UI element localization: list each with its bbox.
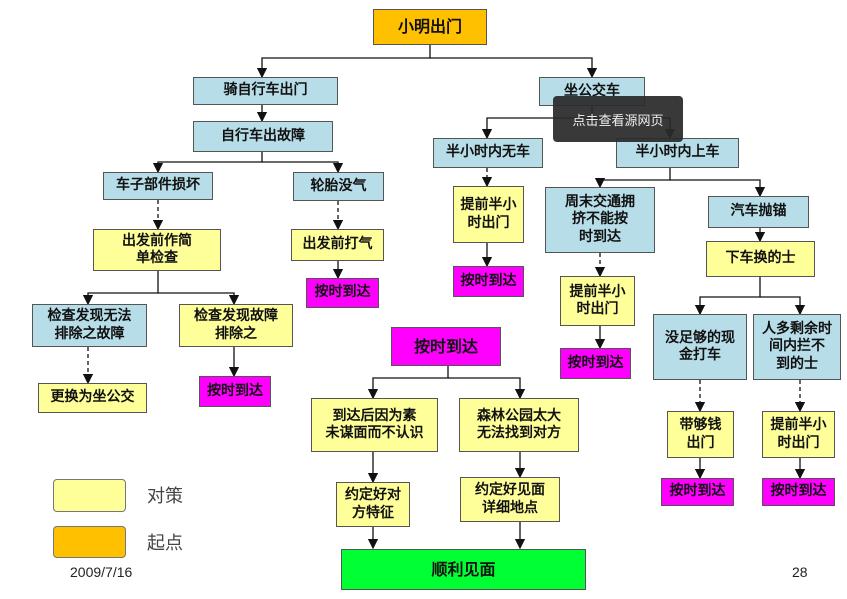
node-park-too-big: 森林公园太大 无法找到对方 <box>459 398 579 452</box>
legend-start-swatch <box>53 526 126 558</box>
node-agree-feature: 约定好对 方特征 <box>336 482 410 527</box>
node-flat-tire: 轮胎没气 <box>293 172 384 201</box>
edge-center-notrec <box>367 366 449 400</box>
node-root: 小明出门 <box>373 9 487 45</box>
footer-page-number: 28 <box>792 564 808 580</box>
node-bus-half-hour: 半小时内上车 <box>616 138 739 168</box>
node-bring-cash: 带够钱 出门 <box>667 411 734 458</box>
node-leave-early-3: 提前半小 时出门 <box>762 411 835 458</box>
node-on-time-3: 按时到达 <box>453 266 524 297</box>
node-success: 顺利见面 <box>341 549 586 590</box>
edge-fault-part <box>152 152 263 174</box>
footer-date: 2009/7/16 <box>70 564 133 580</box>
edge-bus-breakdown <box>670 179 766 198</box>
edge-taxi-cash <box>694 277 761 316</box>
edge-root-bus <box>430 57 598 79</box>
node-bike-fault: 自行车出故障 <box>193 121 333 152</box>
node-on-time-2: 按时到达 <box>306 278 379 308</box>
node-get-taxi: 下车换的士 <box>706 241 815 277</box>
node-simple-check: 出发前作简 单检查 <box>93 229 221 271</box>
edge-bus-weekend <box>594 168 671 189</box>
node-part-damage: 车子部件损坏 <box>103 172 213 200</box>
legend-strategy-swatch <box>53 479 126 512</box>
view-source-tooltip[interactable]: 点击查看源网页 <box>553 96 683 142</box>
node-bus-breakdown: 汽车抛锚 <box>708 196 809 228</box>
edge-check-cannot <box>82 271 159 306</box>
node-bike: 骑自行车出门 <box>193 77 338 105</box>
node-leave-early-1: 提前半小 时出门 <box>453 186 524 243</box>
node-on-time-5: 按时到达 <box>661 478 734 506</box>
node-taxi-busy: 人多剩余时 间内拦不 到的士 <box>753 314 841 380</box>
node-cannot-fix: 检查发现无法 排除之故障 <box>32 304 147 347</box>
node-no-bus: 半小时内无车 <box>433 138 543 168</box>
node-leave-early-2: 提前半小 时出门 <box>560 276 635 326</box>
node-not-recognize: 到达后因为素 未谋面而不认识 <box>311 398 438 452</box>
edge-taxi-busy <box>760 296 806 316</box>
legend-strategy-label: 对策 <box>147 486 183 507</box>
edge-root-bike <box>256 45 431 79</box>
edge-center-park <box>448 377 526 400</box>
node-agree-location: 约定好见面 详细地点 <box>460 477 560 522</box>
node-can-fix: 检查发现故障 排除之 <box>179 304 293 347</box>
node-on-time-4: 按时到达 <box>560 348 631 379</box>
node-weekend-traffic: 周末交通拥 挤不能按 时到达 <box>545 187 655 253</box>
node-on-time-1: 按时到达 <box>199 376 271 407</box>
node-on-time-6: 按时到达 <box>762 478 835 506</box>
edge-check-can <box>158 292 240 306</box>
node-on-time-center: 按时到达 <box>391 327 501 366</box>
edge-fault-tire <box>262 161 344 174</box>
node-switch-bus: 更换为坐公交 <box>38 383 147 413</box>
node-pump-tire: 出发前打气 <box>291 229 384 261</box>
legend-start-label: 起点 <box>147 533 183 554</box>
node-enough-cash: 没足够的现 金打车 <box>653 314 747 380</box>
